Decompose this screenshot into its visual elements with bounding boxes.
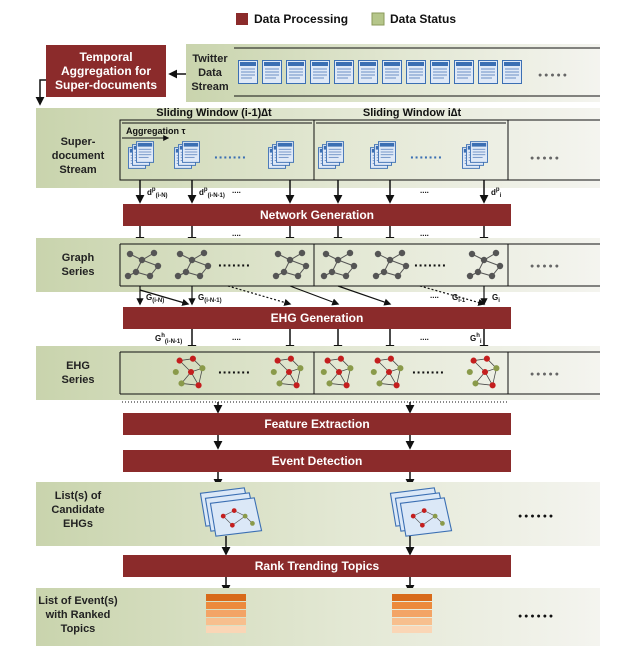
legend-processing-label: Data Processing <box>254 12 348 26</box>
temporal-line-1: Temporal <box>79 50 132 64</box>
aggregation-label: Aggregation τ <box>126 126 186 136</box>
super-doc-mid-dots-2: ······· <box>410 149 443 165</box>
d-label-3: dpi <box>491 187 502 199</box>
d-label-1: dp(i-N) <box>147 187 168 199</box>
arrows-graph-to-ehg <box>136 285 488 306</box>
d-labels: dp(i-N) dp(i-N-1) .... .... dpi <box>147 186 502 199</box>
network-generation-box: Network Generation <box>123 204 511 226</box>
graph-tail-dots: ● ● ● ● ● <box>530 263 559 270</box>
legend-status-swatch <box>371 12 385 26</box>
ranked-topic-bar <box>206 626 246 633</box>
arrow-temporal-down <box>35 79 46 106</box>
temporal-aggregation-box: Temporal Aggregation for Super-documents <box>46 45 166 97</box>
window-label-prev: Sliding Window (i-1)∆t <box>156 107 272 119</box>
twitter-label-2: Data <box>198 67 223 79</box>
event-detection-label: Event Detection <box>272 454 363 468</box>
super-document-band: Super- document Stream Sliding Window (i… <box>36 107 600 188</box>
twitter-label-1: Twitter <box>192 53 228 65</box>
ranked-topics-stack-left <box>206 594 246 633</box>
g-label-4: Gi <box>492 293 500 304</box>
graph-top-dots: .... <box>232 229 241 238</box>
candidates-label-1: List(s) of <box>55 490 102 502</box>
events-label-2: with Ranked <box>45 609 111 621</box>
ranked-topic-bar <box>392 610 432 617</box>
ehg-mid-dots: ······· <box>218 364 251 380</box>
gh-labels: Gh(i-N-1) .... .... Ghi <box>155 333 482 345</box>
event-detection-box: Event Detection <box>123 450 511 472</box>
graph-series-label-2: Series <box>61 266 94 278</box>
ehg-series-label-1: EHG <box>66 360 90 372</box>
g-label-3: Gi-1 <box>452 293 466 304</box>
ehg-series-label-2: Series <box>61 374 94 386</box>
graph-mid-dots: ······· <box>218 257 251 273</box>
twitter-tail-dots: ● ● ● ● ● <box>538 72 567 79</box>
d-label-dots-2: .... <box>420 186 429 195</box>
sliding-window-current <box>313 119 509 181</box>
candidates-label-3: EHGs <box>63 518 93 530</box>
super-doc-label-2: document <box>52 150 105 162</box>
events-band: List of Event(s) with Ranked Topics ● ● … <box>36 588 600 646</box>
super-doc-tail-dots: ● ● ● ● ● <box>530 155 559 162</box>
ranked-topic-bar <box>206 594 246 601</box>
d-label-2: dp(i-N-1) <box>199 187 225 199</box>
g-labels: G(i-N) G(i-N-1) .... Gi-1 Gi <box>146 291 500 304</box>
arrows-superdoc-to-network <box>135 180 489 204</box>
gh-dots-2: .... <box>420 333 429 342</box>
g-label-2: G(i-N-1) <box>198 293 222 304</box>
gh-dots: .... <box>232 333 241 342</box>
ehg-mid-dots-2: ······· <box>412 364 445 380</box>
g-label-1: G(i-N) <box>146 293 164 304</box>
graph-top-dots-2: .... <box>420 229 429 238</box>
ranked-topic-bar <box>206 610 246 617</box>
legend: Data Processing Data Status <box>236 12 456 26</box>
graph-mid-dots-2: ······· <box>414 257 447 273</box>
d-label-dots: .... <box>232 186 241 195</box>
ranked-topic-bar <box>206 602 246 609</box>
temporal-line-3: Super-documents <box>55 78 157 92</box>
events-label-1: List of Event(s) <box>38 595 118 607</box>
g-label-dots: .... <box>430 291 439 300</box>
ranked-topic-bar <box>392 602 432 609</box>
twitter-data-stream-band: Twitter Data Stream ● ● ● ● ● <box>186 44 600 102</box>
events-tail-dots: ● ● ● ● ● ● <box>518 613 553 620</box>
ehg-tail-dots: ● ● ● ● ● <box>530 371 559 378</box>
graph-series-band: Graph Series ······· ······· ● ● ● ● ● <box>36 238 600 292</box>
network-generation-label: Network Generation <box>260 208 374 222</box>
ehg-generation-label: EHG Generation <box>271 311 364 325</box>
rank-trending-label: Rank Trending Topics <box>255 559 380 573</box>
feature-extraction-label: Feature Extraction <box>264 417 369 431</box>
candidates-label-2: Candidate <box>51 504 104 516</box>
ranked-topics-stack-right <box>392 594 432 633</box>
ranked-topic-bar <box>206 618 246 625</box>
window-label-current: Sliding Window i∆t <box>363 107 462 119</box>
ehg-generation-box: EHG Generation <box>123 307 511 329</box>
super-doc-label-3: Stream <box>59 164 97 176</box>
graph-series-label-1: Graph <box>62 252 95 264</box>
candidates-tail-dots: ● ● ● ● ● ● <box>518 513 553 520</box>
rank-trending-box: Rank Trending Topics <box>123 555 511 577</box>
super-doc-mid-dots: ······· <box>214 149 247 165</box>
temporal-line-2: Aggregation for <box>61 64 151 78</box>
candidate-ehgs-band: List(s) of Candidate EHGs ● ● ● ● ● ● <box>36 482 600 546</box>
feature-extraction-box: Feature Extraction <box>123 413 511 435</box>
events-label-3: Topics <box>61 623 96 635</box>
ehg-series-band: EHG Series ······· ······· ● ● ● ● ● <box>36 346 600 400</box>
ranked-topic-bar <box>392 594 432 601</box>
ranked-topic-bar <box>392 626 432 633</box>
legend-status-label: Data Status <box>390 12 456 26</box>
gh-label-1: Gh(i-N-1) <box>155 333 182 345</box>
twitter-label-3: Stream <box>191 81 229 93</box>
gh-label-2: Ghi <box>470 333 482 345</box>
ranked-topic-bar <box>392 618 432 625</box>
legend-processing-swatch <box>236 13 248 25</box>
super-doc-label-1: Super- <box>61 136 96 148</box>
